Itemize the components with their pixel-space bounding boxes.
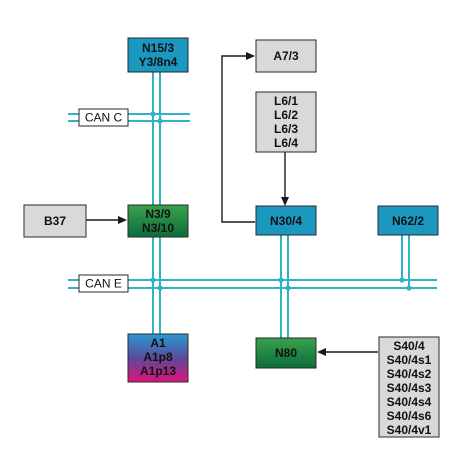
node-b37-box <box>23 204 87 238</box>
node-a7-3[interactable]: A7/3 <box>255 39 317 73</box>
node-n15-3-line: Y3/8n4 <box>139 55 178 69</box>
node-n62-2[interactable]: N62/2 <box>377 205 439 236</box>
node-n80-line: N80 <box>275 346 297 360</box>
node-s40-4-line: S40/4s1 <box>387 353 432 367</box>
junction-dot <box>285 285 291 291</box>
node-n15-3-line: N15/3 <box>142 41 174 55</box>
node-s40-4-line: S40/4s6 <box>387 409 432 423</box>
node-n62-2-line: N62/2 <box>392 214 424 228</box>
node-b37[interactable]: B37 <box>23 204 87 238</box>
node-l6[interactable]: L6/1 L6/2 L6/3 L6/4 <box>255 91 317 153</box>
junction-dot <box>399 277 405 283</box>
node-n3-9-line: N3/10 <box>142 221 174 235</box>
arrowhead-n3 <box>118 216 127 224</box>
junction-dot <box>278 277 284 283</box>
arrows <box>86 52 378 356</box>
junction-dot <box>150 277 156 283</box>
node-n62-2-box <box>377 205 439 236</box>
node-n30-4[interactable]: N30/4 <box>255 205 317 236</box>
can-e-label-box <box>78 274 129 293</box>
node-l6-box <box>255 91 317 153</box>
node-a1[interactable]: A1 A1p8 A1p13 <box>127 333 189 383</box>
junction-dot <box>150 111 156 117</box>
node-n30-4-box <box>255 205 317 236</box>
node-s40-4[interactable]: S40/4 S40/4s1 S40/4s2 S40/4s3 S40/4s4 S4… <box>378 336 440 438</box>
node-b37-line: B37 <box>44 214 66 228</box>
node-l6-line: L6/3 <box>274 122 298 136</box>
arrowhead-a7 <box>246 52 255 60</box>
node-n3-9-box <box>127 204 189 238</box>
node-l6-line: L6/1 <box>274 94 298 108</box>
node-l6-line: L6/4 <box>274 136 298 150</box>
node-n80-box <box>255 337 317 369</box>
node-s40-4-line: S40/4v1 <box>387 423 432 437</box>
node-s40-4-line: S40/4s3 <box>387 381 432 395</box>
node-s40-4-box <box>378 336 440 438</box>
arrowhead-n30 <box>281 197 289 206</box>
node-s40-4-line: S40/4 <box>393 339 425 353</box>
node-n30-4-line: N30/4 <box>270 214 302 228</box>
can-c-bus-label: CAN C <box>78 108 129 127</box>
arrowhead-n80 <box>317 348 326 356</box>
node-n3-9-line: N3/9 <box>145 207 171 221</box>
node-s40-4-line: S40/4s2 <box>387 367 432 381</box>
node-n15-3-box <box>127 37 189 73</box>
node-s40-4-line: S40/4s4 <box>387 395 432 409</box>
can-e-bus-label: CAN E <box>78 274 129 293</box>
node-a7-3-box <box>255 39 317 73</box>
node-n15-3[interactable]: N15/3 Y3/8n4 <box>127 37 189 73</box>
node-a1-line: A1 <box>150 336 166 350</box>
node-a1-box <box>127 333 189 383</box>
node-n3-9[interactable]: N3/9 N3/10 <box>127 204 189 238</box>
can-e-label-text: CAN E <box>85 277 122 291</box>
node-a7-3-line: A7/3 <box>273 49 299 63</box>
node-a1-line: A1p13 <box>140 364 176 378</box>
junction-dots <box>150 111 412 291</box>
arrow-n30-to-a7 <box>221 55 255 223</box>
junction-dot <box>406 285 412 291</box>
node-a1-line: A1p8 <box>143 350 173 364</box>
junction-dot <box>157 118 163 124</box>
can-c-label-text: CAN C <box>85 111 123 125</box>
node-l6-line: L6/2 <box>274 108 298 122</box>
node-n80[interactable]: N80 <box>255 337 317 369</box>
junction-dot <box>157 285 163 291</box>
can-c-label-box <box>78 108 129 127</box>
